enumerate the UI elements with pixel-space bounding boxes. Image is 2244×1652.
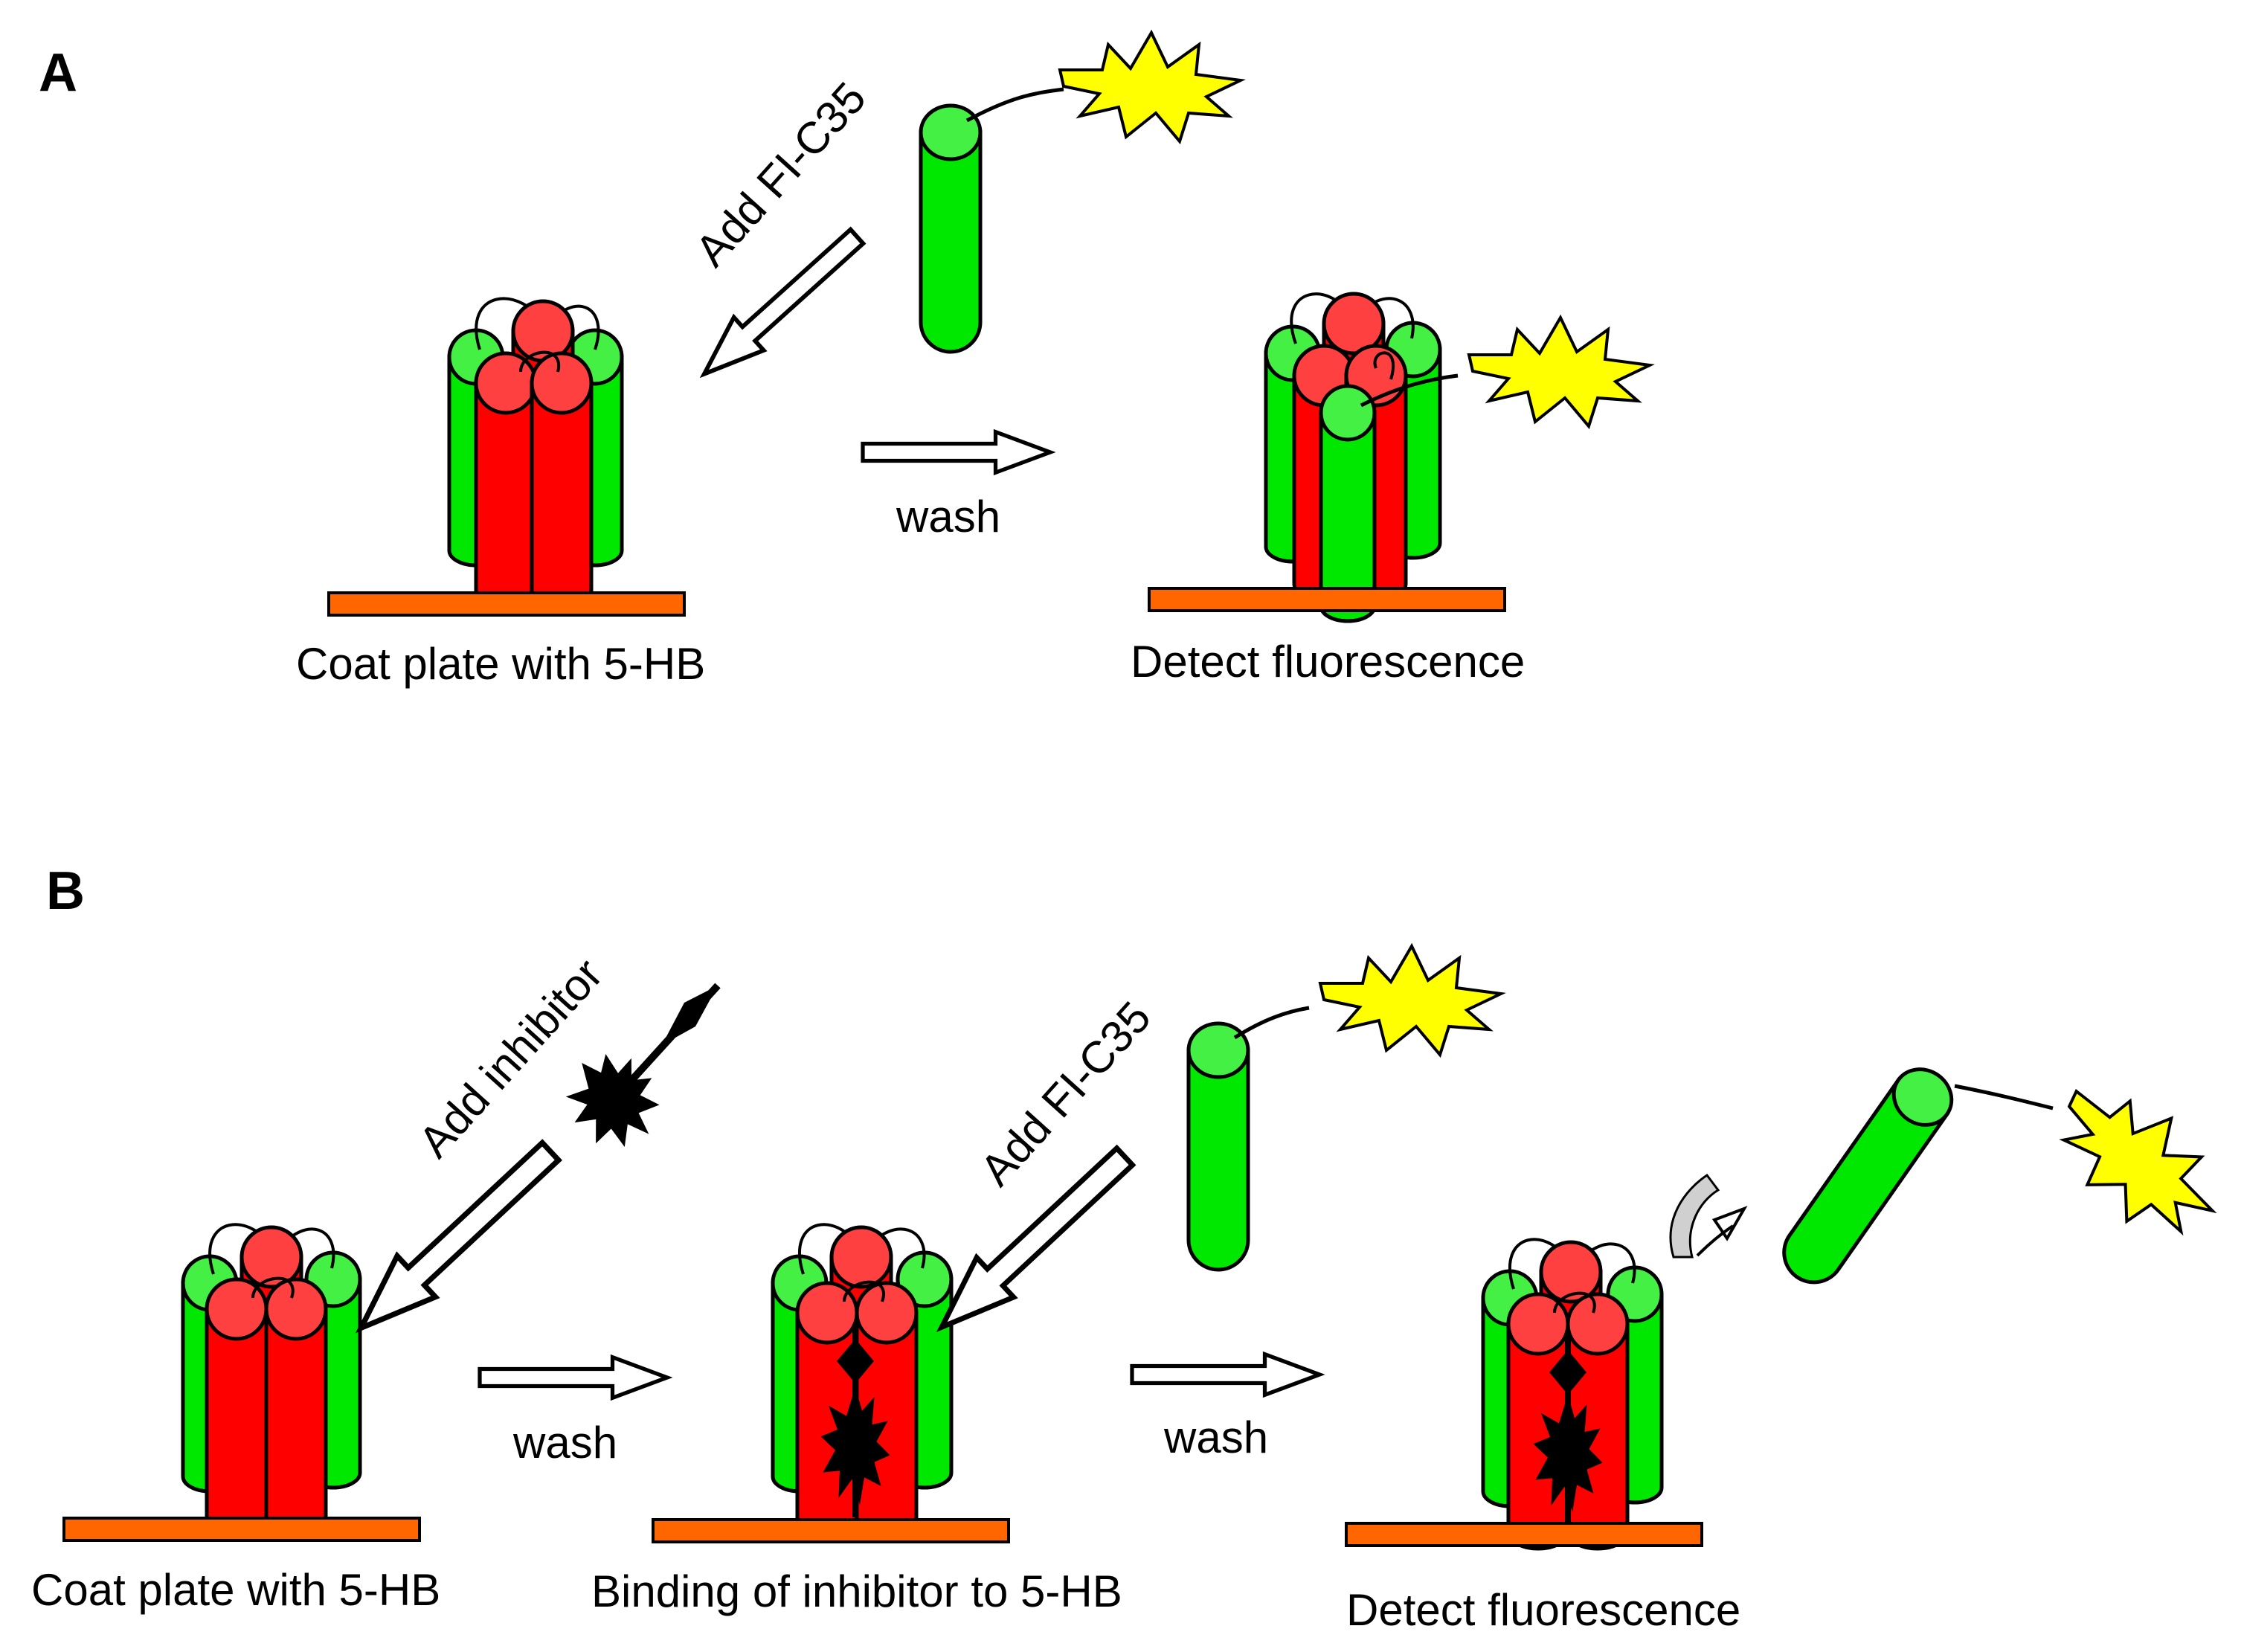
inhibitor-icon: [548, 983, 721, 1166]
add-arrow: [342, 1131, 570, 1348]
step-wash: wash: [512, 1418, 617, 1468]
microplate-icon: [62, 1517, 421, 1542]
panel-b-label: B: [46, 861, 85, 921]
step-wash: wash: [896, 492, 1000, 541]
caption-binding-inhibitor: Binding of inhibitor to 5-HB: [591, 1566, 1122, 1616]
microplate-icon: [652, 1518, 1010, 1543]
caption-coat-plate: Coat plate with 5-HB: [31, 1565, 440, 1615]
caption-detect-fluorescence: Detect fluorescence: [1346, 1585, 1740, 1635]
helix-bundle-icon: [1483, 1238, 1662, 1549]
fluorescent-peptide-icon: [1189, 945, 1502, 1270]
wash-arrow: [1132, 1354, 1319, 1395]
microplate-icon: [1148, 587, 1506, 612]
fluorescent-peptide-icon: [1782, 1060, 2243, 1285]
fluorescent-peptide-icon: [921, 31, 1242, 352]
step-add-inhibitor: Add inhibitor: [409, 949, 612, 1167]
microplate-icon: [1345, 1522, 1703, 1547]
step-wash: wash: [1163, 1412, 1268, 1462]
panel-b: B Coat plate with 5-HB Add inhibitor: [31, 861, 2243, 1635]
add-arrow: [923, 1137, 1142, 1346]
helix-bundle-icon: [183, 1223, 360, 1534]
microplate-icon: [327, 591, 686, 617]
wash-arrow: [863, 432, 1050, 473]
caption-detect-fluorescence: Detect fluorescence: [1131, 637, 1525, 687]
panel-a: A Coat plate with 5-HB Add FI-C35: [39, 31, 1651, 689]
release-arrow-icon: [1669, 1173, 1748, 1259]
panel-a-label: A: [39, 43, 77, 103]
wash-arrow: [480, 1357, 667, 1398]
helix-bundle-icon: [1266, 294, 1651, 621]
helix-bundle-icon: [773, 1223, 951, 1537]
caption-coat-plate: Coat plate with 5-HB: [296, 639, 705, 689]
helix-bundle-icon: [449, 297, 622, 608]
